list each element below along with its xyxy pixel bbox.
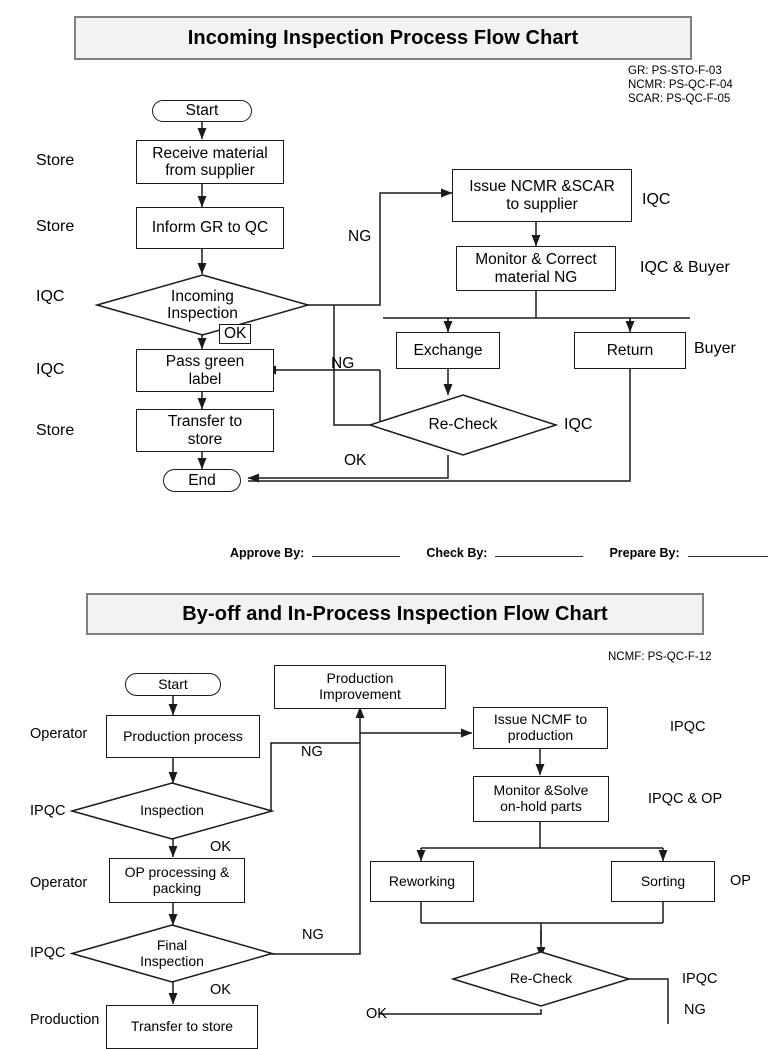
chart1-code-gr: GR: PS-STO-F-03 xyxy=(628,65,722,77)
chart2-node-recheck[interactable]: Re-Check xyxy=(450,951,632,1007)
chart2-edge-ng-final: NG xyxy=(302,927,324,943)
chart2-final-inspection-label: Final Inspection xyxy=(140,936,204,969)
chart1-title: Incoming Inspection Process Flow Chart xyxy=(187,26,579,49)
chart2-lane-operator-2: Operator xyxy=(30,875,88,891)
chart2-role-op: OP xyxy=(730,873,751,889)
chart1-node-end[interactable]: End xyxy=(163,469,241,492)
chart1-node-start[interactable]: Start xyxy=(152,100,252,122)
chart1-node-receive-material[interactable]: Receive material from supplier xyxy=(136,140,284,184)
chart1-node-return[interactable]: Return xyxy=(574,332,686,369)
chart2-node-transfer-to-store[interactable]: Transfer to store xyxy=(106,1005,258,1049)
chart1-role-buyer: Buyer xyxy=(694,340,736,357)
chart2-role-ipqc-op: IPQC & OP xyxy=(648,791,723,807)
chart1-node-pass-green-label[interactable]: Pass green label xyxy=(136,349,274,392)
check-by-line[interactable] xyxy=(495,545,584,557)
chart2-lane-ipqc-2: IPQC xyxy=(30,945,66,961)
chart1-edge-ng-top: NG xyxy=(348,228,372,245)
chart1-code-scar: SCAR: PS-QC-F-05 xyxy=(628,93,731,105)
chart2-node-sorting[interactable]: Sorting xyxy=(611,861,715,902)
chart1-node-monitor-correct[interactable]: Monitor & Correct material NG xyxy=(456,246,616,291)
chart2-lane-ipqc-1: IPQC xyxy=(30,803,66,819)
chart2-node-production-improvement[interactable]: Production Improvement xyxy=(274,665,446,709)
document-page: Incoming Inspection Process Flow Chart G… xyxy=(30,16,768,1049)
prepare-by-line[interactable] xyxy=(687,545,768,557)
chart1-edge-ok-recheck: OK xyxy=(344,452,367,469)
chart1-lane-store-2: Store xyxy=(36,218,75,235)
chart2-role-ipqc-recheck: IPQC xyxy=(682,971,718,987)
chart2-doc-codes: NCMF: PS-QC-F-12 xyxy=(608,650,712,664)
chart2-node-inspection[interactable]: Inspection xyxy=(69,782,275,840)
chart2-edge-ok-recheck: OK xyxy=(366,1006,387,1022)
chart2-node-final-inspection[interactable]: Final Inspection xyxy=(69,924,275,983)
chart1-node-issue-ncmr-scar[interactable]: Issue NCMR &SCAR to supplier xyxy=(452,169,632,222)
chart2-edge-ng-recheck: NG xyxy=(684,1002,706,1018)
chart1-edge-ng-mid: NG xyxy=(331,355,355,372)
chart1-recheck-label: Re-Check xyxy=(428,416,498,434)
chart2-title-banner: By-off and In-Process Inspection Flow Ch… xyxy=(86,593,704,635)
chart1-lane-store-1: Store xyxy=(36,152,75,169)
chart1-node-transfer-to-store[interactable]: Transfer to store xyxy=(136,409,274,452)
chart2-role-ipqc-issue: IPQC xyxy=(670,719,706,735)
chart2-inspection-label: Inspection xyxy=(140,802,204,819)
chart1-title-banner: Incoming Inspection Process Flow Chart xyxy=(74,16,692,60)
approve-by-label: Approve By: xyxy=(230,546,305,560)
chart2-edge-ok-inspection: OK xyxy=(210,839,231,855)
chart1-code-ncmr: NCMR: PS-QC-F-04 xyxy=(628,79,733,91)
chart1-role-iqc-recheck: IQC xyxy=(564,416,593,433)
chart1-lane-iqc-1: IQC xyxy=(36,288,65,305)
prepare-by-label: Prepare By: xyxy=(609,546,680,560)
chart2-node-issue-ncmf[interactable]: Issue NCMF to production xyxy=(473,707,608,749)
chart2-title: By-off and In-Process Inspection Flow Ch… xyxy=(182,602,608,625)
chart2-edge-ok-final: OK xyxy=(210,982,231,998)
chart1-edge-ok-inspection: OK xyxy=(219,324,252,344)
chart1-node-incoming-inspection[interactable]: Incoming Inspection xyxy=(94,274,311,336)
check-by-label: Check By: xyxy=(426,546,488,560)
chart1-role-iqc-issue: IQC xyxy=(642,191,671,208)
chart2-recheck-label: Re-Check xyxy=(509,970,573,987)
approve-by-line[interactable] xyxy=(312,545,401,557)
chart2-lane-production: Production xyxy=(30,1012,100,1028)
chart2-lane-operator-1: Operator xyxy=(30,726,88,742)
chart2-node-op-processing[interactable]: OP processing & packing xyxy=(109,858,245,903)
chart1-node-inform-gr[interactable]: Inform GR to QC xyxy=(136,207,284,249)
chart2-node-reworking[interactable]: Reworking xyxy=(370,861,474,902)
chart2-node-monitor-solve[interactable]: Monitor &Solve on-hold parts xyxy=(473,776,609,822)
chart1-lane-iqc-2: IQC xyxy=(36,361,65,378)
chart1-node-exchange[interactable]: Exchange xyxy=(396,332,500,369)
chart2-edge-ng-top: NG xyxy=(301,744,323,760)
chart2-node-start[interactable]: Start xyxy=(125,673,221,696)
chart1-incoming-inspection-label: Incoming Inspection xyxy=(167,287,238,322)
chart2-node-production-process[interactable]: Production process xyxy=(106,715,260,758)
signature-row: Approve By: Check By: Prepare By: xyxy=(230,545,768,560)
chart2-code-ncmf: NCMF: PS-QC-F-12 xyxy=(608,651,712,663)
chart1-lane-store-3: Store xyxy=(36,422,75,439)
chart1-node-recheck[interactable]: Re-Check xyxy=(367,394,559,456)
chart1-role-iqc-buyer: IQC & Buyer xyxy=(640,259,730,276)
chart1-doc-codes: GR: PS-STO-F-03 NCMR: PS-QC-F-04 SCAR: P… xyxy=(628,64,733,106)
